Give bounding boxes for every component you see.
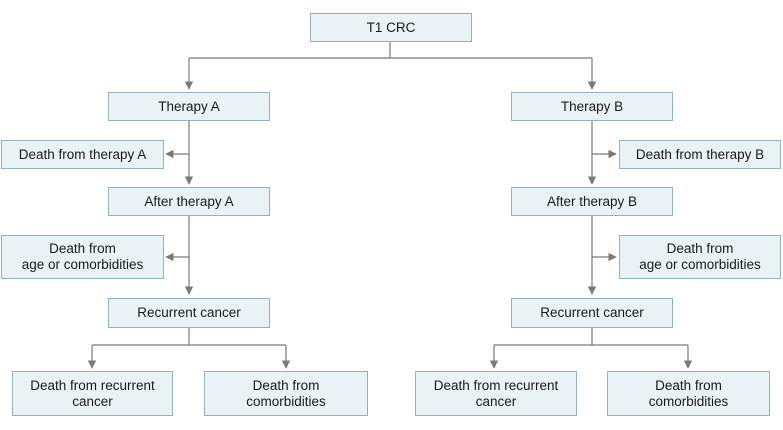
node-death-from-therapy-a: Death from therapy A <box>1 140 164 169</box>
node-therapy-b: Therapy B <box>511 92 673 121</box>
node-recurrent-cancer-b: Recurrent cancer <box>511 298 673 328</box>
node-death-age-comorbidities-a: Death from age or comorbidities <box>1 235 164 279</box>
node-therapy-a: Therapy A <box>108 92 270 121</box>
node-after-therapy-b: After therapy B <box>511 187 673 216</box>
node-death-recurrent-cancer-a: Death from recurrent cancer <box>12 371 173 416</box>
node-death-age-comorbidities-b: Death from age or comorbidities <box>619 235 781 279</box>
node-death-recurrent-cancer-b: Death from recurrent cancer <box>415 371 577 416</box>
node-recurrent-cancer-a: Recurrent cancer <box>108 298 270 328</box>
node-death-from-therapy-b: Death from therapy B <box>619 140 781 169</box>
node-after-therapy-a: After therapy A <box>108 187 270 216</box>
node-death-comorbidities-b: Death from comorbidities <box>607 371 770 416</box>
node-t1-crc: T1 CRC <box>310 13 472 42</box>
node-death-comorbidities-a: Death from comorbidities <box>204 371 368 416</box>
